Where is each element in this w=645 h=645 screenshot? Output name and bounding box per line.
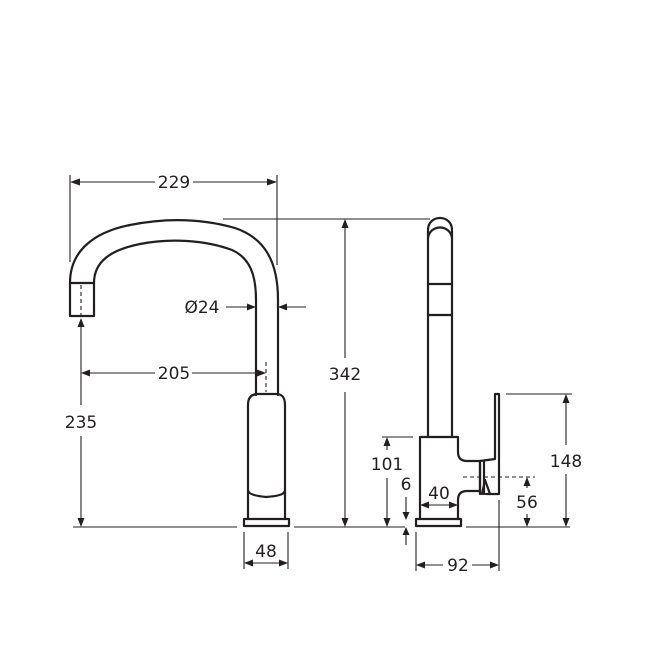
arrow-icon	[562, 518, 570, 527]
base-plate-side	[414, 517, 463, 528]
spout-inner-outline	[92, 239, 258, 397]
dim-label-diameter-24: Ø24	[184, 298, 219, 318]
dim-label-92: 92	[447, 556, 469, 576]
arrow-icon	[490, 561, 499, 569]
dim-label-148: 148	[550, 452, 582, 472]
front-view: 229 Ø24 205 235 48	[65, 173, 405, 569]
lever-pivot	[480, 478, 492, 496]
arrow-icon	[402, 512, 410, 520]
dim-label-101: 101	[371, 455, 403, 475]
arrow-icon	[267, 178, 277, 186]
arrow-icon	[416, 561, 425, 569]
arrow-icon	[341, 219, 349, 228]
dim-label-56: 56	[516, 493, 538, 513]
dim-label-342: 342	[329, 365, 361, 385]
arrow-icon	[341, 518, 349, 527]
lever-handle	[478, 392, 501, 496]
spout-outline	[68, 218, 280, 397]
dim-label-48: 48	[255, 542, 277, 562]
arrow-icon	[420, 501, 429, 509]
arrow-icon	[77, 318, 85, 327]
side-view: 342 101 6 40 148 56	[223, 216, 582, 576]
arrow-icon	[523, 477, 531, 486]
dim-label-6: 6	[401, 475, 412, 495]
arrow-icon	[383, 437, 391, 446]
dim-label-205: 205	[158, 364, 190, 384]
arrow-icon	[523, 518, 531, 527]
arrow-icon	[279, 559, 288, 567]
arrow-icon	[278, 303, 287, 311]
arrow-icon	[81, 369, 90, 377]
dim-label-229: 229	[158, 173, 190, 193]
arrow-icon	[402, 527, 410, 535]
side-body	[418, 435, 482, 521]
base-plate-front	[242, 517, 291, 528]
arrow-icon	[562, 394, 570, 403]
tap-body	[246, 392, 287, 499]
arrow-icon	[449, 501, 458, 509]
arrow-icon	[70, 178, 80, 186]
arrow-icon	[383, 518, 391, 527]
arrow-icon	[247, 303, 256, 311]
spout-aerator	[68, 281, 96, 318]
side-spout-column	[426, 216, 454, 439]
dim-label-40: 40	[428, 484, 450, 504]
arrow-icon	[77, 518, 85, 527]
arrow-icon	[244, 559, 253, 567]
arrow-icon	[257, 369, 266, 377]
dim-label-235: 235	[65, 413, 97, 433]
side-spout-tip-arc	[426, 226, 454, 240]
